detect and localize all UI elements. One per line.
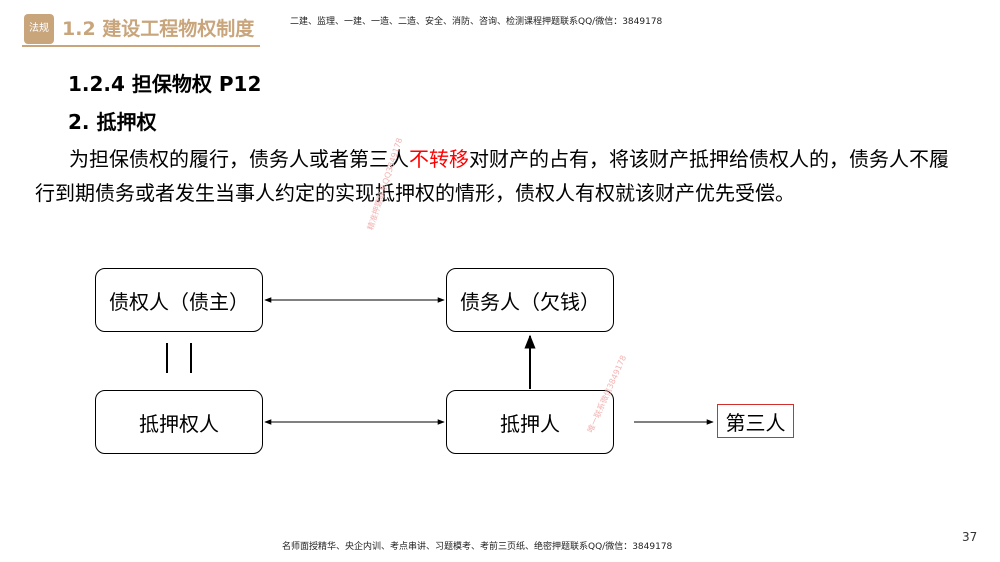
footer-banner: 名师面授精华、央企内训、考点串讲、习题模考、考前三页纸、绝密押题联系QQ/微信：…	[282, 542, 673, 552]
mortgagee-label: 抵押权人	[139, 411, 219, 436]
mortgagor-box: 抵押人	[446, 390, 614, 454]
chapter-title: 1.2 建设工程物权制度	[62, 18, 255, 40]
page-number: 37	[962, 530, 978, 544]
debtor-box: 债务人（欠钱）	[446, 268, 614, 332]
creditor-box: 债权人（债主）	[95, 268, 263, 332]
third-party-box: 第三人	[717, 404, 794, 438]
title-underline	[22, 45, 260, 47]
subsection-heading: 2. 抵押权	[68, 110, 157, 134]
definition-paragraph: 为担保债权的履行，债务人或者第三人不转移对财产的占有，将该财产抵押给债权人的，债…	[35, 142, 965, 210]
chapter-logo: 法规	[24, 14, 54, 44]
debtor-label: 债务人（欠钱）	[460, 289, 600, 314]
section-heading: 1.2.4 担保物权 P12	[68, 72, 262, 96]
mortgagor-label: 抵押人	[500, 411, 560, 436]
paragraph-text-after: 对财产的占有，将该财产抵押给债权人的，债务人不履行到期债务或者发生当事人约定的实…	[35, 147, 949, 205]
mortgagee-box: 抵押权人	[95, 390, 263, 454]
creditor-label: 债权人（债主）	[109, 289, 249, 314]
third-party-label: 第三人	[725, 410, 786, 435]
paragraph-text-before: 为担保债权的履行，债务人或者第三人	[69, 147, 409, 171]
paragraph-highlight: 不转移	[409, 147, 469, 171]
header-banner: 二建、监理、一建、一造、二造、安全、消防、咨询、检测课程押题联系QQ/微信：38…	[290, 17, 663, 27]
